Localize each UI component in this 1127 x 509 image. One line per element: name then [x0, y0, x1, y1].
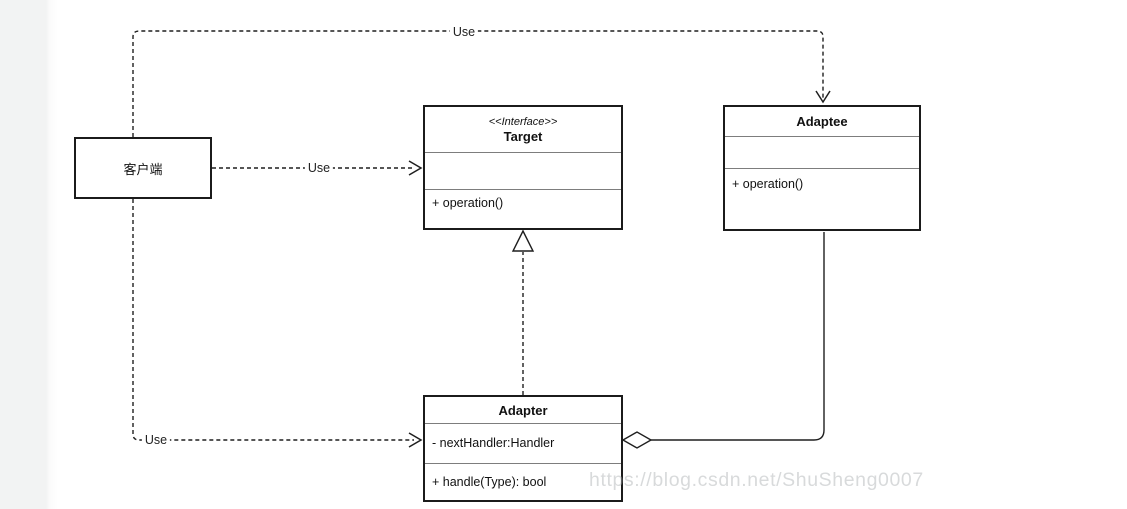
- class-adapter-attributes-section: - nextHandler:Handler: [425, 423, 621, 463]
- class-adapter-methods-section: + handle(Type): bool: [425, 463, 621, 500]
- class-adaptee: Adaptee + operation(): [723, 105, 921, 231]
- edge-label-use-client-adaptee: Use: [449, 25, 479, 39]
- class-target: <<Interface>> Target + operation(): [423, 105, 623, 230]
- class-client-name: 客户端: [123, 161, 163, 177]
- class-adapter-header: Adapter: [425, 397, 621, 423]
- page-left-gutter: [0, 0, 60, 509]
- class-target-method: + operation(): [432, 196, 504, 210]
- dependency-client-adaptee-arrowhead-icon: [815, 90, 831, 104]
- class-target-header: <<Interface>> Target: [425, 107, 621, 152]
- edge-label-use-client-adapter: Use: [141, 433, 171, 447]
- class-target-attributes-section: [425, 152, 621, 189]
- class-adapter-method: + handle(Type): bool: [432, 474, 547, 489]
- class-adapter-attribute: - nextHandler:Handler: [432, 436, 555, 450]
- class-adaptee-header: Adaptee: [725, 107, 919, 136]
- realization-triangle-icon: [511, 229, 535, 252]
- dependency-client-adapter-arrowhead-icon: [408, 432, 423, 448]
- class-adaptee-attributes-section: [725, 136, 919, 168]
- class-target-stereotype: <<Interface>>: [488, 116, 558, 128]
- class-target-name: Target: [503, 129, 543, 144]
- dependency-client-adapter-line: [132, 199, 414, 441]
- class-adaptee-name: Adaptee: [796, 114, 848, 129]
- aggregation-adapter-adaptee-line: [651, 232, 825, 441]
- class-adaptee-method: + operation(): [732, 177, 804, 191]
- class-target-methods-section: + operation(): [425, 189, 621, 228]
- aggregation-diamond-icon: [621, 431, 653, 449]
- class-client: 客户端: [74, 137, 212, 199]
- watermark-text: https://blog.csdn.net/ShuSheng0007: [589, 469, 924, 491]
- class-adapter: Adapter - nextHandler:Handler + handle(T…: [423, 395, 623, 502]
- edge-label-use-client-target: Use: [304, 161, 334, 175]
- class-adapter-name: Adapter: [498, 402, 548, 418]
- dependency-client-target-arrowhead-icon: [408, 160, 423, 176]
- class-adaptee-methods-section: + operation(): [725, 168, 919, 229]
